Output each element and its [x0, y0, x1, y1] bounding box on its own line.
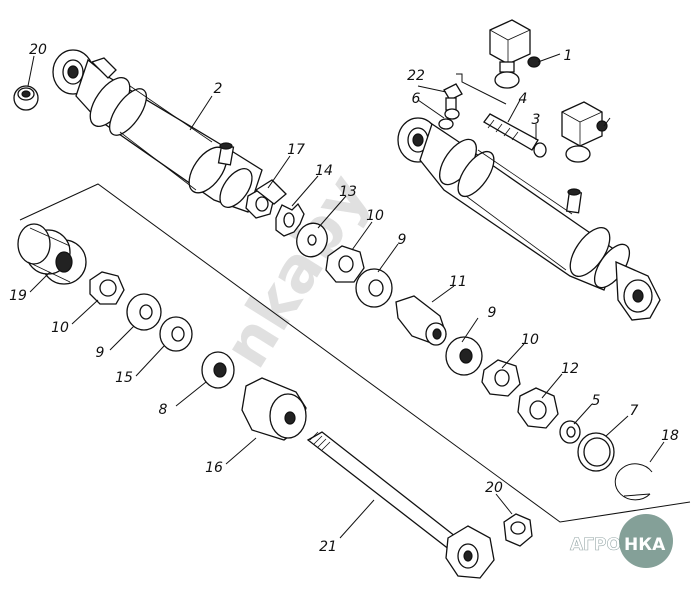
callout-9-right: 9 [488, 305, 497, 321]
callout-12: 12 [561, 361, 579, 377]
callout-13: 13 [339, 184, 357, 200]
assembly-axis-line [19, 183, 691, 523]
part-17 [254, 179, 287, 205]
part-6-ring [438, 118, 454, 130]
part-valve-2 [561, 101, 608, 163]
callout-4: 4 [519, 91, 528, 107]
part-15-washer [159, 316, 193, 352]
part-8 [201, 351, 235, 389]
callout-15: 15 [115, 370, 133, 386]
part-13-washer [296, 222, 328, 258]
callout-7: 7 [630, 403, 639, 419]
callout-5: 5 [592, 393, 601, 409]
callout-20-lower: 20 [485, 480, 503, 496]
callout-20: 20 [29, 42, 47, 58]
callout-21: 21 [319, 539, 337, 555]
part-5-washer [559, 420, 581, 444]
callout-9-left: 9 [96, 345, 105, 361]
callout-16: 16 [205, 460, 223, 476]
callout-22: 22 [407, 68, 425, 84]
part-9-right [445, 336, 483, 376]
callout-2: 2 [214, 81, 223, 97]
part-12 [517, 387, 559, 429]
callout-1: 1 [564, 48, 573, 64]
callout-3: 3 [532, 112, 541, 128]
part-1-valve [489, 19, 541, 89]
callout-10-right: 10 [521, 332, 539, 348]
callout-11: 11 [449, 274, 467, 290]
part-10-left-nut [89, 271, 125, 305]
part-18-snap-ring [614, 463, 653, 501]
callout-8: 8 [159, 402, 168, 418]
part-14-washer [275, 202, 305, 237]
logo-text-right: НКА [624, 535, 666, 555]
part-22-fitting [443, 73, 507, 120]
callout-6: 6 [412, 91, 421, 107]
cylinder-left [52, 49, 275, 219]
callout-14: 14 [315, 163, 333, 179]
callout-9-upper: 9 [398, 232, 407, 248]
agronka-logo: АГРО НКА [570, 514, 673, 568]
part-20-lower [503, 513, 533, 547]
leader-lines [27, 53, 665, 539]
part-4-bolt [483, 113, 547, 158]
part-9-left [126, 293, 162, 331]
part-11 [395, 295, 447, 346]
part-9-center [355, 268, 393, 308]
callout-10-left: 10 [51, 320, 69, 336]
part-21-rod [306, 431, 495, 579]
callout-10-upper: 10 [366, 208, 384, 224]
callout-18: 18 [661, 428, 679, 444]
callout-19: 19 [9, 288, 27, 304]
callout-labels: 20 2 1 22 6 4 3 17 14 13 10 9 19 11 10 9… [9, 42, 679, 555]
part-19-bushing [17, 223, 87, 285]
callout-17: 17 [287, 142, 305, 158]
part-16-bushing [241, 377, 307, 441]
logo-circle [619, 514, 673, 568]
part-7-ring [577, 432, 615, 472]
cylinder-right [397, 117, 661, 321]
logo-text-left: АГРО [570, 535, 621, 555]
part-10-center-nut [325, 245, 365, 283]
part-10-right-nut [481, 359, 521, 397]
part-20-top [13, 85, 39, 111]
